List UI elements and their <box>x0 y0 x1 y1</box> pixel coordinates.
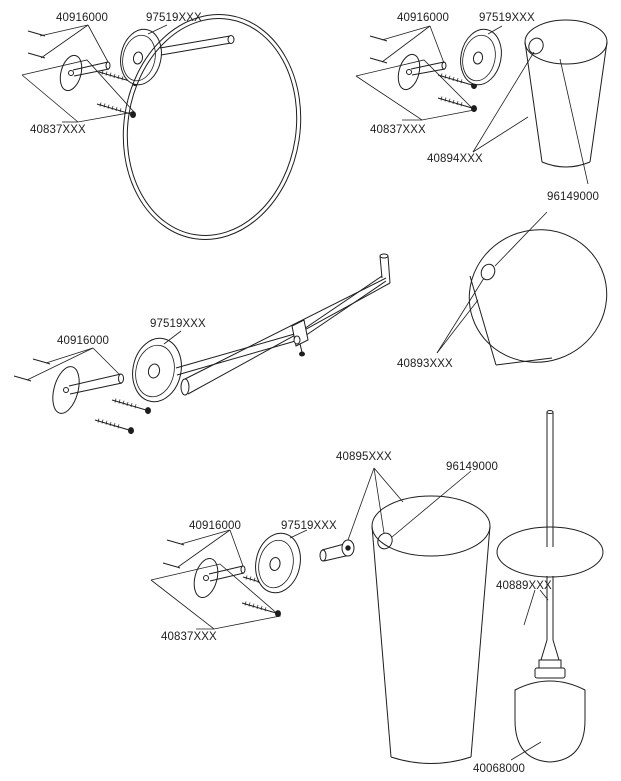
part-number-anchor-set: 40837XXX <box>30 124 86 136</box>
wall-bracket <box>52 366 124 414</box>
towel-ring-group: 40916000 97519XXX 40837XXX <box>21 12 302 240</box>
brush-container <box>371 495 491 764</box>
toilet-brush <box>496 410 604 763</box>
part-number-container: 40895XXX <box>336 451 392 463</box>
mounting-screw <box>94 418 134 435</box>
toilet-brush-group: 40916000 97519XXX 40837XXX 40895XXX 9614… <box>150 410 604 775</box>
part-number-brush: 40889XXX <box>496 580 552 592</box>
bowl <box>468 229 608 366</box>
part-number-seal-ring: 96149000 <box>446 461 498 473</box>
holder-arm <box>175 253 391 396</box>
part-number-tumbler: 40894XXX <box>427 153 483 165</box>
wall-dowel <box>369 35 388 42</box>
holder-arm-group: 40916000 97519XXX <box>13 253 391 435</box>
part-number-seal-ring: 96149000 <box>547 191 599 203</box>
seal-ring <box>377 532 393 550</box>
mounting-screw <box>111 398 151 415</box>
wall-dowel <box>13 375 32 382</box>
part-number-screw-cover: 40916000 <box>56 12 108 24</box>
part-number-screw-cover: 40916000 <box>57 335 109 347</box>
part-number-rosette: 97519XXX <box>479 12 535 24</box>
mounting-screw <box>241 601 281 618</box>
part-number-anchor-set: 40837XXX <box>161 631 217 643</box>
connector-sleeve <box>319 539 355 562</box>
mounting-screw <box>437 96 477 113</box>
part-number-screw-cover: 40916000 <box>397 12 449 24</box>
wall-bracket <box>193 557 246 599</box>
tumbler-holder-group: 40916000 97519XXX 40837XXX 40894XXX 9614… <box>355 12 608 203</box>
part-number-rosette: 97519XXX <box>150 318 206 330</box>
rosette-cover <box>460 28 502 86</box>
part-number-rosette: 97519XXX <box>281 520 337 532</box>
part-number-brush-head: 40068000 <box>473 763 525 775</box>
wall-bracket <box>397 53 447 91</box>
seal-ring <box>528 37 544 55</box>
part-number-screw-cover: 40916000 <box>189 520 241 532</box>
part-number-anchor-set: 40837XXX <box>370 124 426 136</box>
wall-bracket <box>59 54 111 92</box>
bowl-group: 40893XXX <box>397 211 608 370</box>
part-number-rosette: 97519XXX <box>146 12 202 24</box>
rosette-cover <box>132 337 182 403</box>
rosette-cover <box>255 532 301 594</box>
wall-dowel <box>32 358 51 365</box>
wall-dowel <box>162 562 181 569</box>
seal-ring <box>480 263 496 281</box>
part-number-bowl: 40893XXX <box>397 358 453 370</box>
tumbler <box>524 19 608 168</box>
